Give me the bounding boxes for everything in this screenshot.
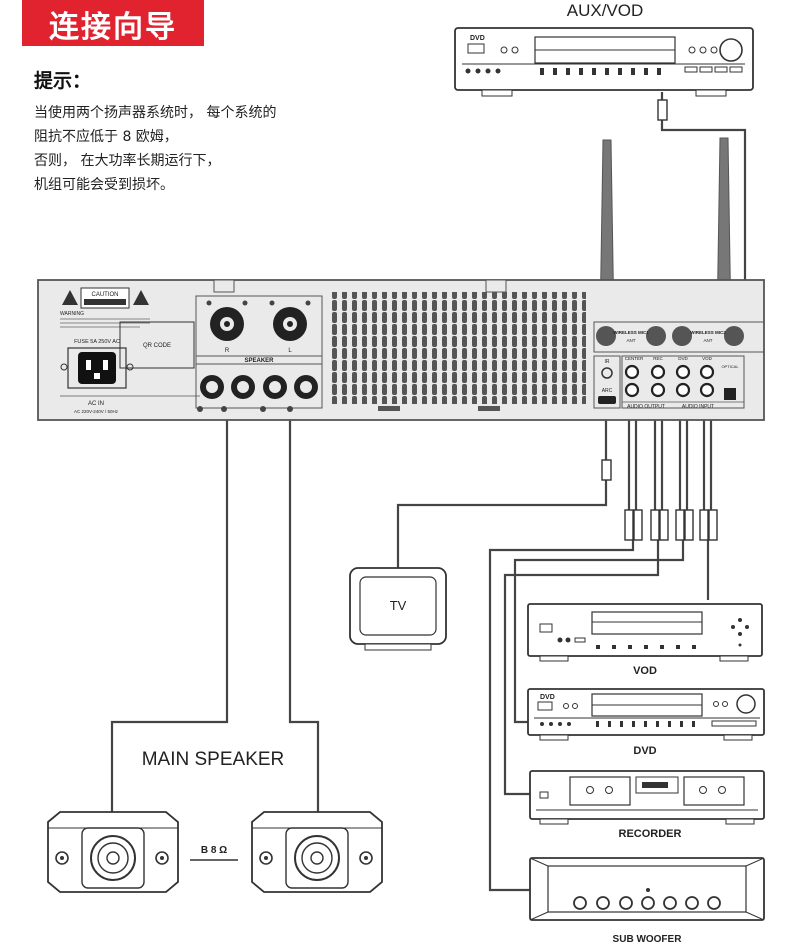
aux-vod-device: AUX/VOD DVD — [454, 1, 754, 97]
tv-label: TV — [390, 598, 407, 613]
warning-text: WARNING — [60, 311, 84, 317]
tip-line-2: 阻抗不应低于 8 欧姆， — [34, 129, 178, 145]
amplifier-rear-panel: CAUTION WARNING FUSE 5A 250V AC QR CODE … — [37, 137, 765, 421]
rca-plug — [624, 509, 634, 541]
arc-label: ARC — [602, 388, 613, 394]
rca-plug — [659, 509, 669, 541]
rca-plugs — [601, 99, 718, 541]
main-speaker-label: MAIN SPEAKER — [142, 749, 285, 770]
dvd-logo: DVD — [540, 694, 555, 701]
recorder-device: RECORDER — [529, 770, 765, 840]
qr-code-label: QR CODE — [143, 343, 171, 349]
cable-to-subwoofer — [488, 540, 635, 892]
rca-plug — [675, 509, 685, 541]
dvd-device: DVD DVD — [527, 688, 765, 757]
optical-label: OPTICAL — [721, 364, 739, 369]
ac-in-label: AC IN — [88, 401, 104, 407]
audio-output-label: AUDIO OUTPUT — [627, 404, 665, 410]
rca-plug — [633, 509, 643, 541]
tip-line-3: 否则， 在大功率长期运行下， — [34, 153, 221, 169]
ac-spec-label: AC 220V-240V / 50Hz — [74, 409, 119, 414]
impedance-label: B 8 Ω — [201, 845, 227, 856]
cable-to-recorder — [503, 540, 660, 796]
rec-label: REC — [653, 356, 663, 361]
speaker-l-label: L — [288, 348, 292, 354]
aux-vod-label: AUX/VOD — [567, 1, 644, 20]
caution-text: CAUTION — [92, 292, 119, 298]
ant1-label: ANT — [627, 338, 636, 343]
cable-speaker-left — [110, 410, 229, 812]
wireless-mic2-label: WIRELESS MIC2 — [690, 330, 726, 335]
cable-arc-tv — [396, 405, 608, 570]
vod-input-label: VOD — [702, 356, 713, 361]
ant2-label: ANT — [704, 338, 713, 343]
rca-plug — [684, 509, 694, 541]
dvd-label: DVD — [633, 745, 656, 757]
subwoofer-device: SUB WOOFER — [529, 857, 765, 945]
page-title: 连接向导 — [49, 10, 177, 45]
rca-plug — [699, 509, 709, 541]
audio-input-label: AUDIO INPUT — [682, 404, 714, 410]
title-banner: 连接向导 — [22, 0, 204, 46]
tv-device: TV — [349, 567, 447, 651]
vod-device: VOD — [527, 603, 763, 677]
rca-plug — [708, 509, 718, 541]
hdmi-plug — [601, 459, 612, 481]
ir-label: IR — [605, 359, 610, 365]
cable-speaker-right — [288, 410, 320, 812]
vod-label: VOD — [633, 665, 657, 677]
fuse-text: FUSE 5A 250V AC — [74, 339, 120, 345]
center-label: CENTER — [625, 356, 644, 361]
dvd-input-label: DVD — [678, 356, 688, 361]
speaker-label: SPEAKER — [244, 358, 274, 364]
recorder-label: RECORDER — [619, 828, 682, 840]
rca-plug — [650, 509, 660, 541]
tip-line-1: 当使用两个扬声器系统时， 每个系统的 — [34, 105, 277, 121]
main-speakers: MAIN SPEAKER B 8 Ω — [47, 749, 383, 893]
aux-dvd-logo: DVD — [470, 35, 485, 42]
wireless-mic1-label: WIRELESS MIC1 — [613, 330, 649, 335]
tip-line-4: 机组可能会受到损坏。 — [34, 177, 174, 193]
optical-plug — [657, 99, 668, 121]
speaker-r-label: R — [225, 348, 230, 354]
cable-to-dvd — [513, 540, 685, 724]
tips-heading: 提示： — [34, 70, 92, 92]
subwoofer-label: SUB WOOFER — [613, 934, 683, 945]
